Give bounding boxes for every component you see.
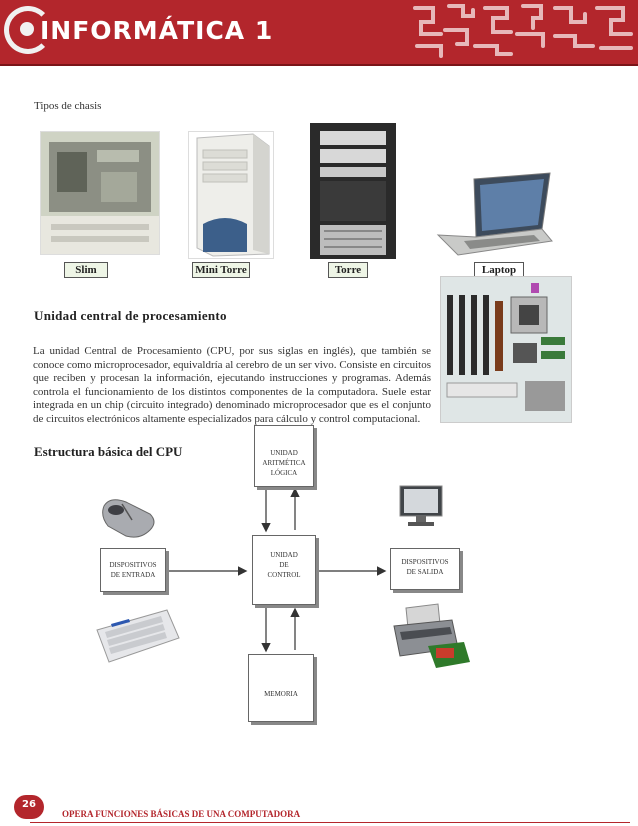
memory-box: MEMORIA (248, 654, 314, 722)
input-line-2: DE ENTRADA (110, 571, 156, 579)
output-devices-box: DISPOSITIVOS DE SALIDA (390, 548, 460, 590)
logo-dot-icon (20, 22, 34, 36)
input-line-1: DISPOSITIVOS (109, 561, 157, 569)
header-title: INFORMÁTICA 1 (40, 16, 274, 45)
label-slim: Slim (64, 262, 108, 278)
label-mini-torre: Mini Torre (192, 262, 250, 278)
laptop-image (434, 171, 554, 261)
alu-box: UNIDAD ARITMÉTICA LÓGICA (254, 425, 314, 487)
footer-title: OPERA FUNCIONES BÁSICAS DE UNA COMPUTADO… (62, 809, 301, 819)
slim-case-icon (41, 132, 159, 254)
control-line-2: DE (279, 561, 289, 569)
memory-label: MEMORIA (264, 690, 298, 698)
motherboard-icon (441, 277, 571, 422)
page-number-badge (14, 795, 44, 819)
header-divider (0, 64, 638, 66)
alu-line-1: UNIDAD (270, 449, 298, 457)
printer-icon (393, 603, 470, 668)
page-number: 26 (22, 799, 36, 810)
control-line-3: CONTROL (267, 571, 301, 579)
mini-tower-icon (196, 133, 270, 257)
structure-heading: Estructura básica del CPU (34, 444, 183, 459)
alu-line-2: ARITMÉTICA (262, 459, 306, 467)
input-devices-box: DISPOSITIVOS DE ENTRADA (100, 548, 166, 592)
keyboard-icon (96, 609, 180, 663)
alu-line-3: LÓGICA (270, 469, 298, 477)
monitor-icon (399, 485, 443, 526)
mouse-icon (102, 499, 155, 538)
laptop-icon (436, 172, 553, 256)
tower-icon (310, 123, 396, 259)
motherboard-image (440, 276, 572, 423)
torre-image (300, 121, 412, 261)
page-header: INFORMÁTICA 1 (0, 0, 638, 64)
cpu-paragraph: La unidad Central de Procesamiento (CPU,… (33, 345, 431, 425)
control-unit-box: UNIDAD DE CONTROL (252, 535, 316, 605)
output-line-1: DISPOSITIVOS (401, 558, 449, 566)
label-torre: Torre (328, 262, 368, 278)
output-line-2: DE SALIDA (406, 568, 444, 576)
slim-chassis-image (40, 131, 160, 255)
chassis-title: Tipos de chasis (34, 100, 102, 112)
logo-ring-icon (4, 6, 52, 54)
control-line-1: UNIDAD (270, 551, 298, 559)
circuit-pattern-icon (413, 4, 633, 58)
mini-torre-image (188, 131, 274, 259)
cpu-heading: Unidad central de procesamiento (34, 308, 227, 323)
footer-divider (30, 822, 630, 823)
